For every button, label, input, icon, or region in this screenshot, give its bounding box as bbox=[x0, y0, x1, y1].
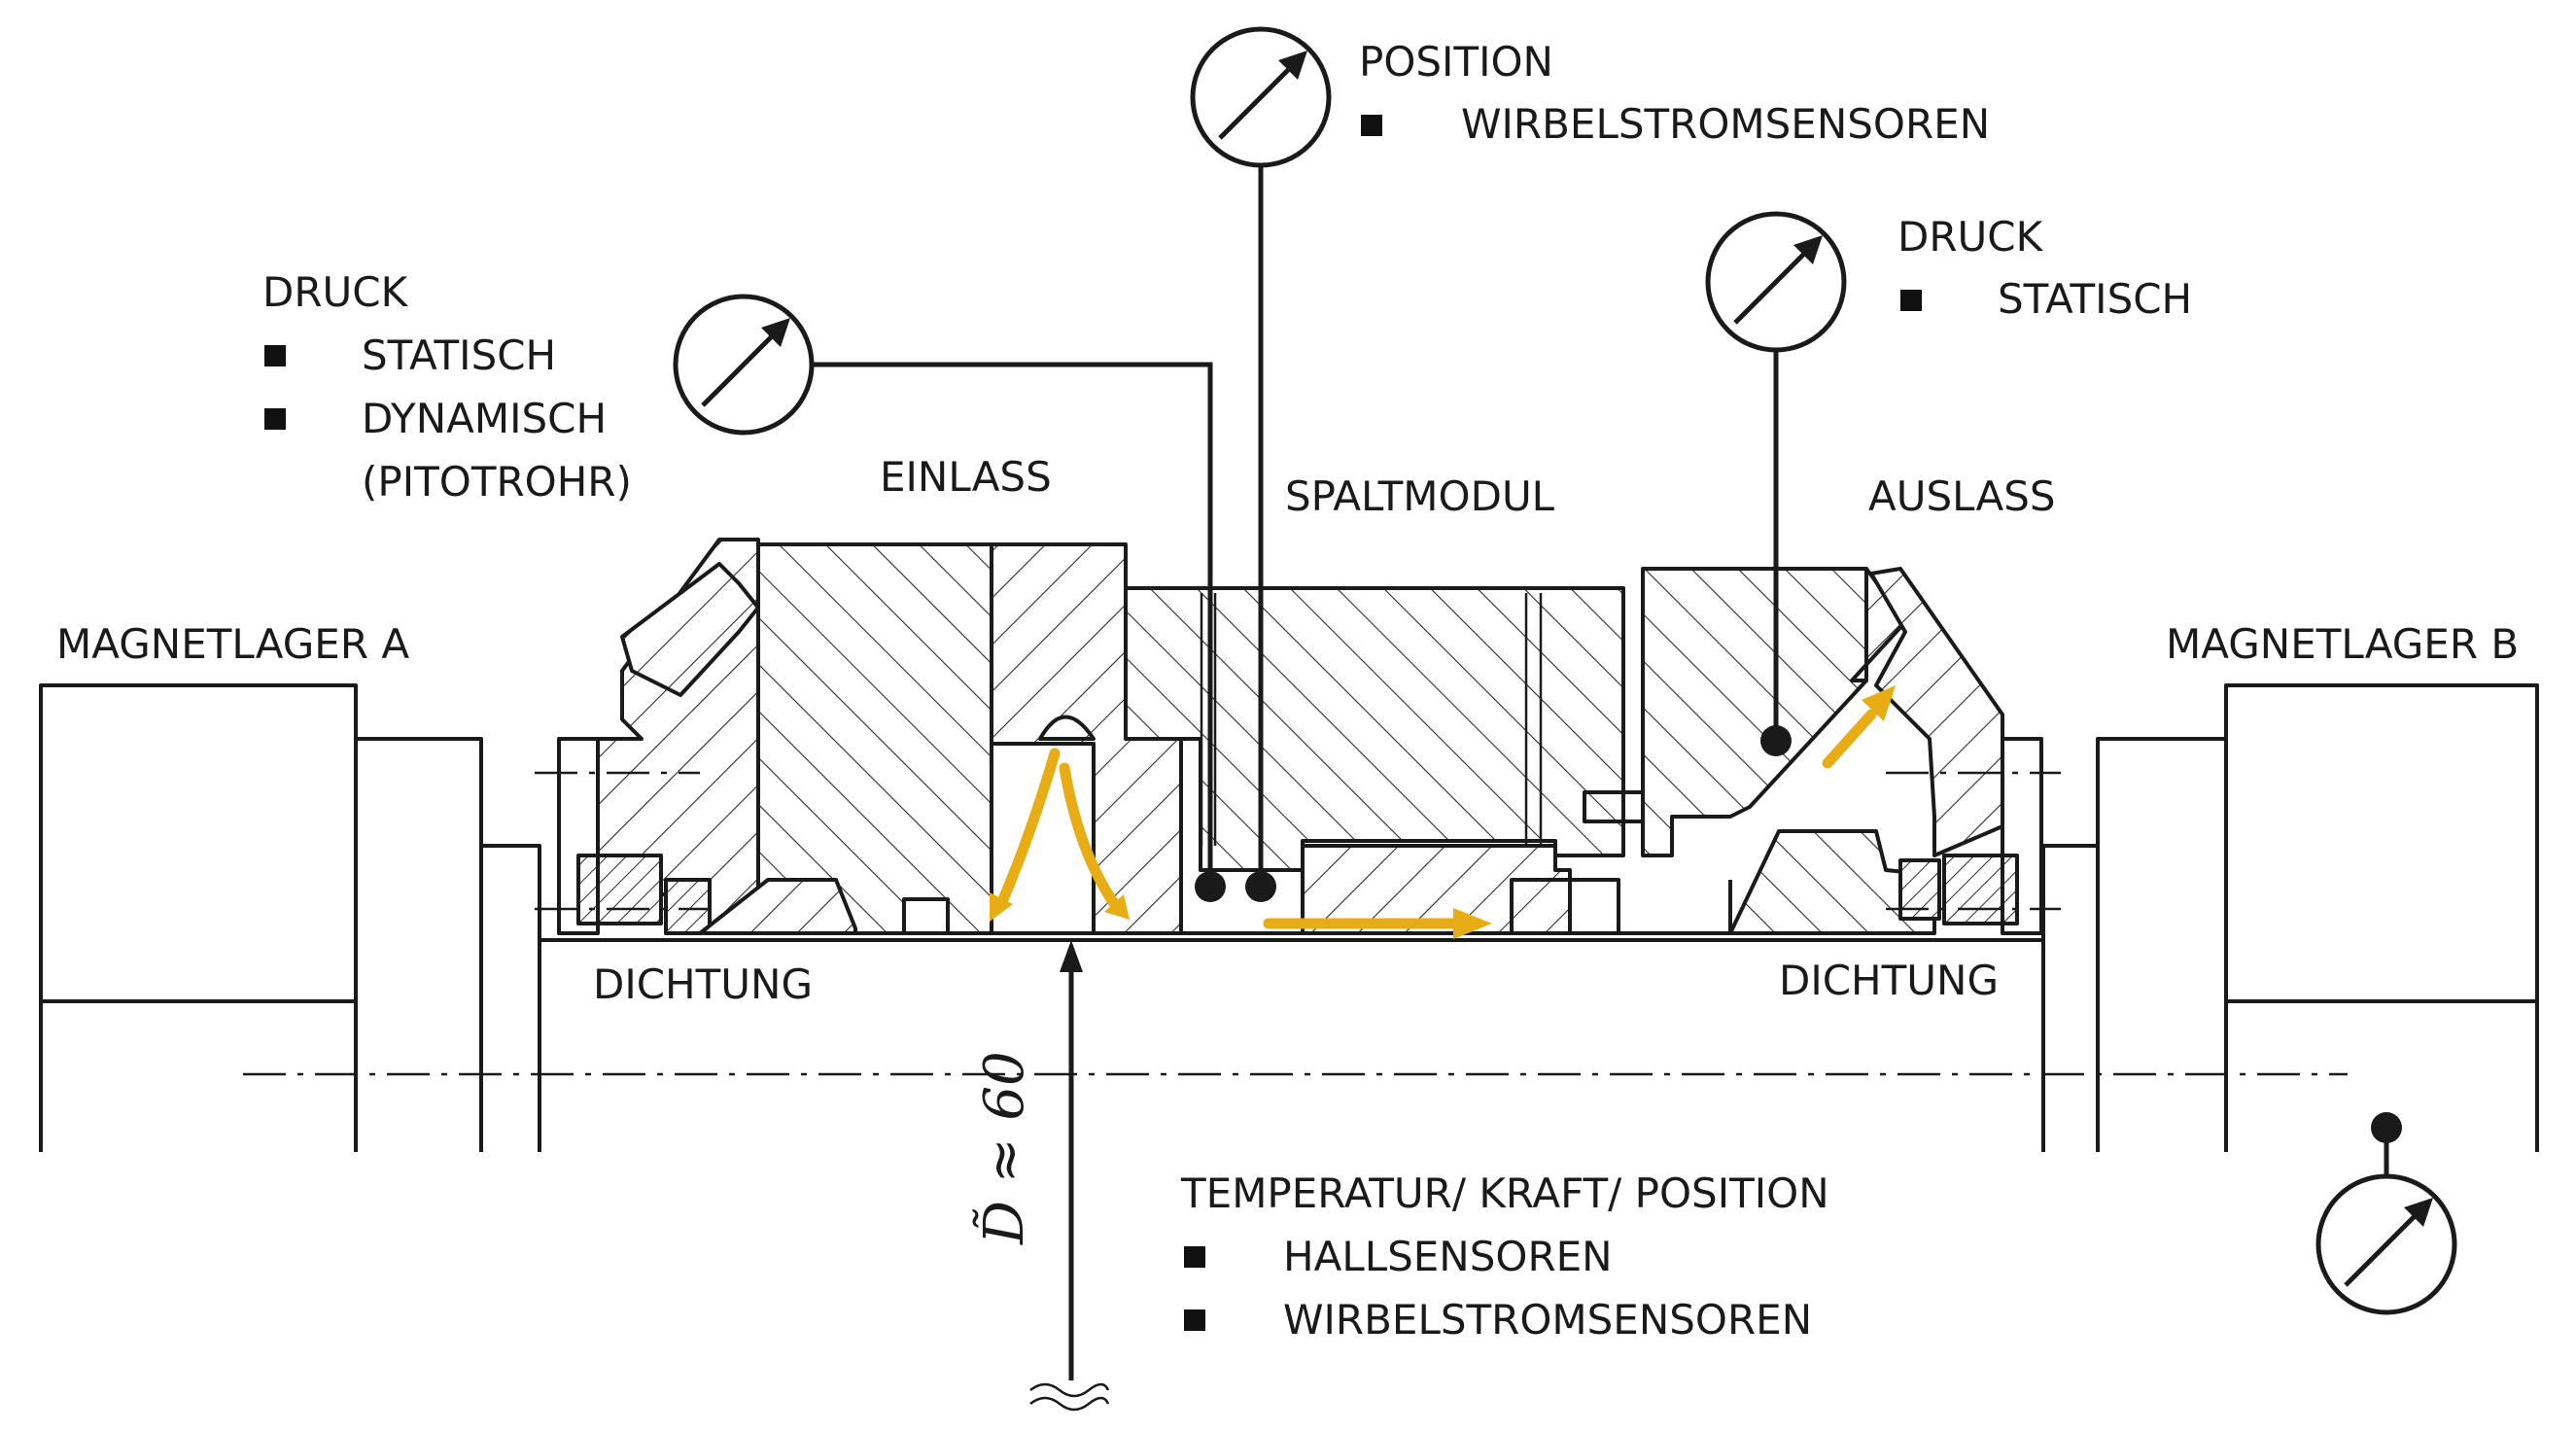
bottom-title: TEMPERATUR/ KRAFT/ POSITION bbox=[1180, 1169, 1829, 1217]
position-title: POSITION bbox=[1359, 38, 1553, 86]
pitot-probe bbox=[1038, 715, 1096, 741]
label-einlass: EINLASS bbox=[880, 453, 1052, 501]
gauge-bottom-right bbox=[2318, 1112, 2454, 1312]
flow-arrow-head bbox=[990, 892, 1013, 922]
gauge-icon bbox=[1708, 214, 1844, 350]
bullet-square-icon bbox=[1361, 115, 1382, 136]
bullet-square-icon bbox=[264, 408, 286, 430]
druck-left-item2: DYNAMISCH bbox=[362, 395, 607, 442]
druck-right-item: STATISCH bbox=[1998, 275, 2192, 323]
outlet-housing bbox=[1583, 567, 2061, 935]
gauge-position bbox=[1193, 29, 1329, 902]
label-druck-left: DRUCK STATISCH DYNAMISCH (PITOTROHR) bbox=[262, 268, 632, 506]
label-auslass: AUSLASS bbox=[1868, 472, 2056, 520]
inlet-housing bbox=[535, 538, 1183, 935]
bullet-square-icon bbox=[1184, 1246, 1205, 1268]
position-item: WIRBELSTROMSENSOREN bbox=[1461, 100, 1990, 148]
flow-arrow-head bbox=[1862, 685, 1896, 721]
flow-arrow-head bbox=[1453, 908, 1492, 939]
gauge-icon bbox=[676, 297, 812, 433]
flow-arrow-icon bbox=[1822, 709, 1877, 769]
label-druck-right: DRUCK STATISCH bbox=[1897, 213, 2192, 323]
label-dichtung-left: DICHTUNG bbox=[593, 960, 813, 1008]
flow-arrows bbox=[990, 685, 1896, 939]
gauge-icon bbox=[2318, 1176, 2454, 1312]
diameter-dimension: D̃ ≈ 60 bbox=[972, 940, 1110, 1412]
bullet-square-icon bbox=[264, 345, 286, 366]
bullet-square-icon bbox=[1900, 290, 1922, 311]
break-mark-icon bbox=[1029, 1382, 1110, 1412]
gauge-druck-left bbox=[676, 297, 1226, 902]
bottom-item2: WIRBELSTROMSENSOREN bbox=[1283, 1296, 1812, 1344]
bottom-item1: HALLSENSOREN bbox=[1283, 1233, 1613, 1280]
flow-arrow-icon bbox=[1059, 762, 1124, 915]
flow-arrow-icon bbox=[995, 748, 1061, 910]
magnetlager-a bbox=[39, 683, 483, 1152]
magnetlager-b bbox=[2096, 683, 2539, 1152]
druck-left-item2b: (PITOTROHR) bbox=[362, 458, 632, 506]
gauge-icon bbox=[1193, 29, 1329, 165]
label-spaltmodul: SPALTMODUL bbox=[1285, 472, 1555, 520]
diameter-label: D̃ ≈ 60 bbox=[972, 1051, 1036, 1245]
gap-module bbox=[855, 586, 1730, 935]
bullet-square-icon bbox=[1184, 1309, 1205, 1331]
label-position: POSITION WIRBELSTROMSENSOREN bbox=[1359, 38, 1990, 148]
flow-arrow-head bbox=[1104, 894, 1130, 920]
druck-right-title: DRUCK bbox=[1897, 213, 2044, 261]
label-bottom: TEMPERATUR/ KRAFT/ POSITION HALLSENSOREN… bbox=[1180, 1169, 1829, 1344]
druck-left-item1: STATISCH bbox=[362, 332, 556, 379]
label-dichtung-right: DICHTUNG bbox=[1779, 957, 1999, 1004]
druck-left-title: DRUCK bbox=[262, 268, 409, 316]
label-magnetlager-b: MAGNETLAGER B bbox=[2166, 620, 2519, 668]
gauge-druck-right bbox=[1708, 214, 1844, 756]
label-magnetlager-a: MAGNETLAGER A bbox=[56, 620, 409, 668]
